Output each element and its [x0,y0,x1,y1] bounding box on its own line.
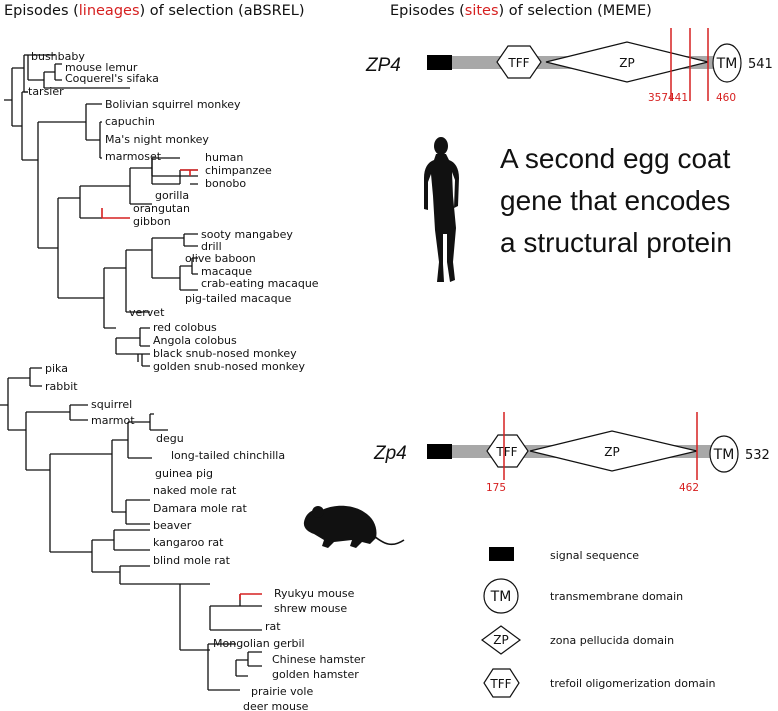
tree-leaf: kangaroo rat [153,536,224,549]
statement-line-2: gene that encodes [500,185,730,216]
tree-leaf: blind mole rat [153,554,231,567]
site-number: 175 [486,482,506,494]
tree-leaf: capuchin [105,115,155,128]
left-header: Episodes (lineages) of selection (aBSREL… [4,3,305,19]
tree-leaf: guinea pig [155,467,213,480]
tree-leaf: naked mole rat [153,484,237,497]
primate-tree: bushbaby mouse lemur Coquerel's sifaka t… [4,50,319,373]
woman-silhouette-icon [424,137,459,282]
tree-leaf: tarsier [28,85,64,98]
gene-name: Zp4 [373,443,407,464]
legend-zp-symbol-text: ZP [493,633,508,647]
tree-leaf: red colobus [153,321,217,334]
tree-leaf: rabbit [45,380,78,393]
gene-name: ZP4 [365,55,401,76]
tree-leaf: beaver [153,519,192,532]
tree-leaf: human [205,151,243,164]
tree-leaf: Chinese hamster [272,653,366,666]
legend-tff-symbol [483,668,520,698]
tree-leaf: vervet [129,306,165,319]
tree-leaf: Coquerel's sifaka [65,72,159,85]
tree-leaf: Mongolian gerbil [213,637,305,650]
tree-leaf: marmot [91,414,135,427]
signal-sequence-block [427,444,452,459]
site-number: 441 [668,92,688,104]
right-header: Episodes (sites) of selection (MEME) [390,3,652,19]
tree-leaf: drill [201,240,222,253]
site-number: 462 [679,482,699,494]
zp-label: ZP [619,56,634,70]
tree-leaf: marmoset [105,150,162,163]
tree-leaf: golden hamster [272,668,359,681]
tree-leaf: bonobo [205,177,246,190]
zp-label: ZP [604,445,619,459]
legend-signal-label: signal sequence [550,549,639,562]
tree-leaf: bushbaby [31,50,85,63]
legend-signal-symbol [489,547,514,561]
tree-leaf: sooty mangabey [201,228,293,241]
tree-leaf: pika [45,362,68,375]
tm-label: TM [713,447,735,463]
tree-leaf: Angola colobus [153,334,237,347]
tree-leaf: black snub-nosed monkey [153,347,297,360]
legend-tm-label: transmembrane domain [550,590,683,603]
mouse-silhouette-icon [303,505,405,548]
tree-leaf: deer mouse [243,700,309,711]
tree-leaf: degu [156,432,184,445]
tree-leaf-selected: chimpanzee [205,164,272,177]
tree-leaf: pig-tailed macaque [185,292,292,305]
tff-domain-hexagon [486,434,529,468]
tm-domain-circle [709,435,739,473]
tree-leaf: shrew mouse [274,602,347,615]
tree-leaf: crab-eating macaque [201,277,319,290]
legend-tff-symbol-text: TFF [489,677,511,691]
tree-leaf-selected: Ryukyu mouse [274,587,355,600]
gene-diagram-human: ZP4 TFF ZP TM 541 357 441 460 [365,28,773,104]
tree-leaf: macaque [201,265,252,278]
tm-label: TM [716,56,738,72]
legend: signal sequence TM transmembrane domain … [480,547,715,698]
legend-zp-symbol [480,625,522,655]
tree-leaf: prairie vole [251,685,313,698]
tree-leaf-selected: gibbon [133,215,171,228]
statement-line-3: a structural protein [500,227,732,258]
tree-leaf: squirrel [91,398,132,411]
legend-tff-label: trefoil oligomerization domain [550,677,715,690]
tree-leaf: olive baboon [185,252,256,265]
tff-label: TFF [495,445,517,459]
legend-tm-symbol [483,578,519,614]
tree-leaf: Ma's night monkey [105,133,209,146]
protein-length: 532 [745,448,770,463]
gene-diagram-mouse: Zp4 TFF ZP TM 532 175 462 [373,412,770,494]
tree-leaf: Damara mole rat [153,502,247,515]
legend-zp-label: zona pellucida domain [550,634,674,647]
site-number: 357 [648,92,668,104]
site-number: 460 [716,92,736,104]
tm-domain-circle [712,43,742,83]
tff-domain-hexagon [496,45,542,79]
statement-line-1: A second egg coat [500,143,731,174]
tree-leaf: Bolivian squirrel monkey [105,98,241,111]
tree-leaf: rat [265,620,281,633]
tree-leaf: long-tailed chinchilla [171,449,285,462]
tree-leaf: mouse lemur [65,61,138,74]
tree-leaf: orangutan [133,202,190,215]
tff-label: TFF [507,56,529,70]
rodent-tree: pika rabbit squirrel marmot degu long-ta… [0,362,366,711]
tree-leaf: gorilla [155,189,189,202]
tree-leaf: golden snub-nosed monkey [153,360,305,373]
legend-tm-symbol-text: TM [490,589,512,605]
signal-sequence-block [427,55,452,70]
protein-length: 541 [748,57,773,72]
